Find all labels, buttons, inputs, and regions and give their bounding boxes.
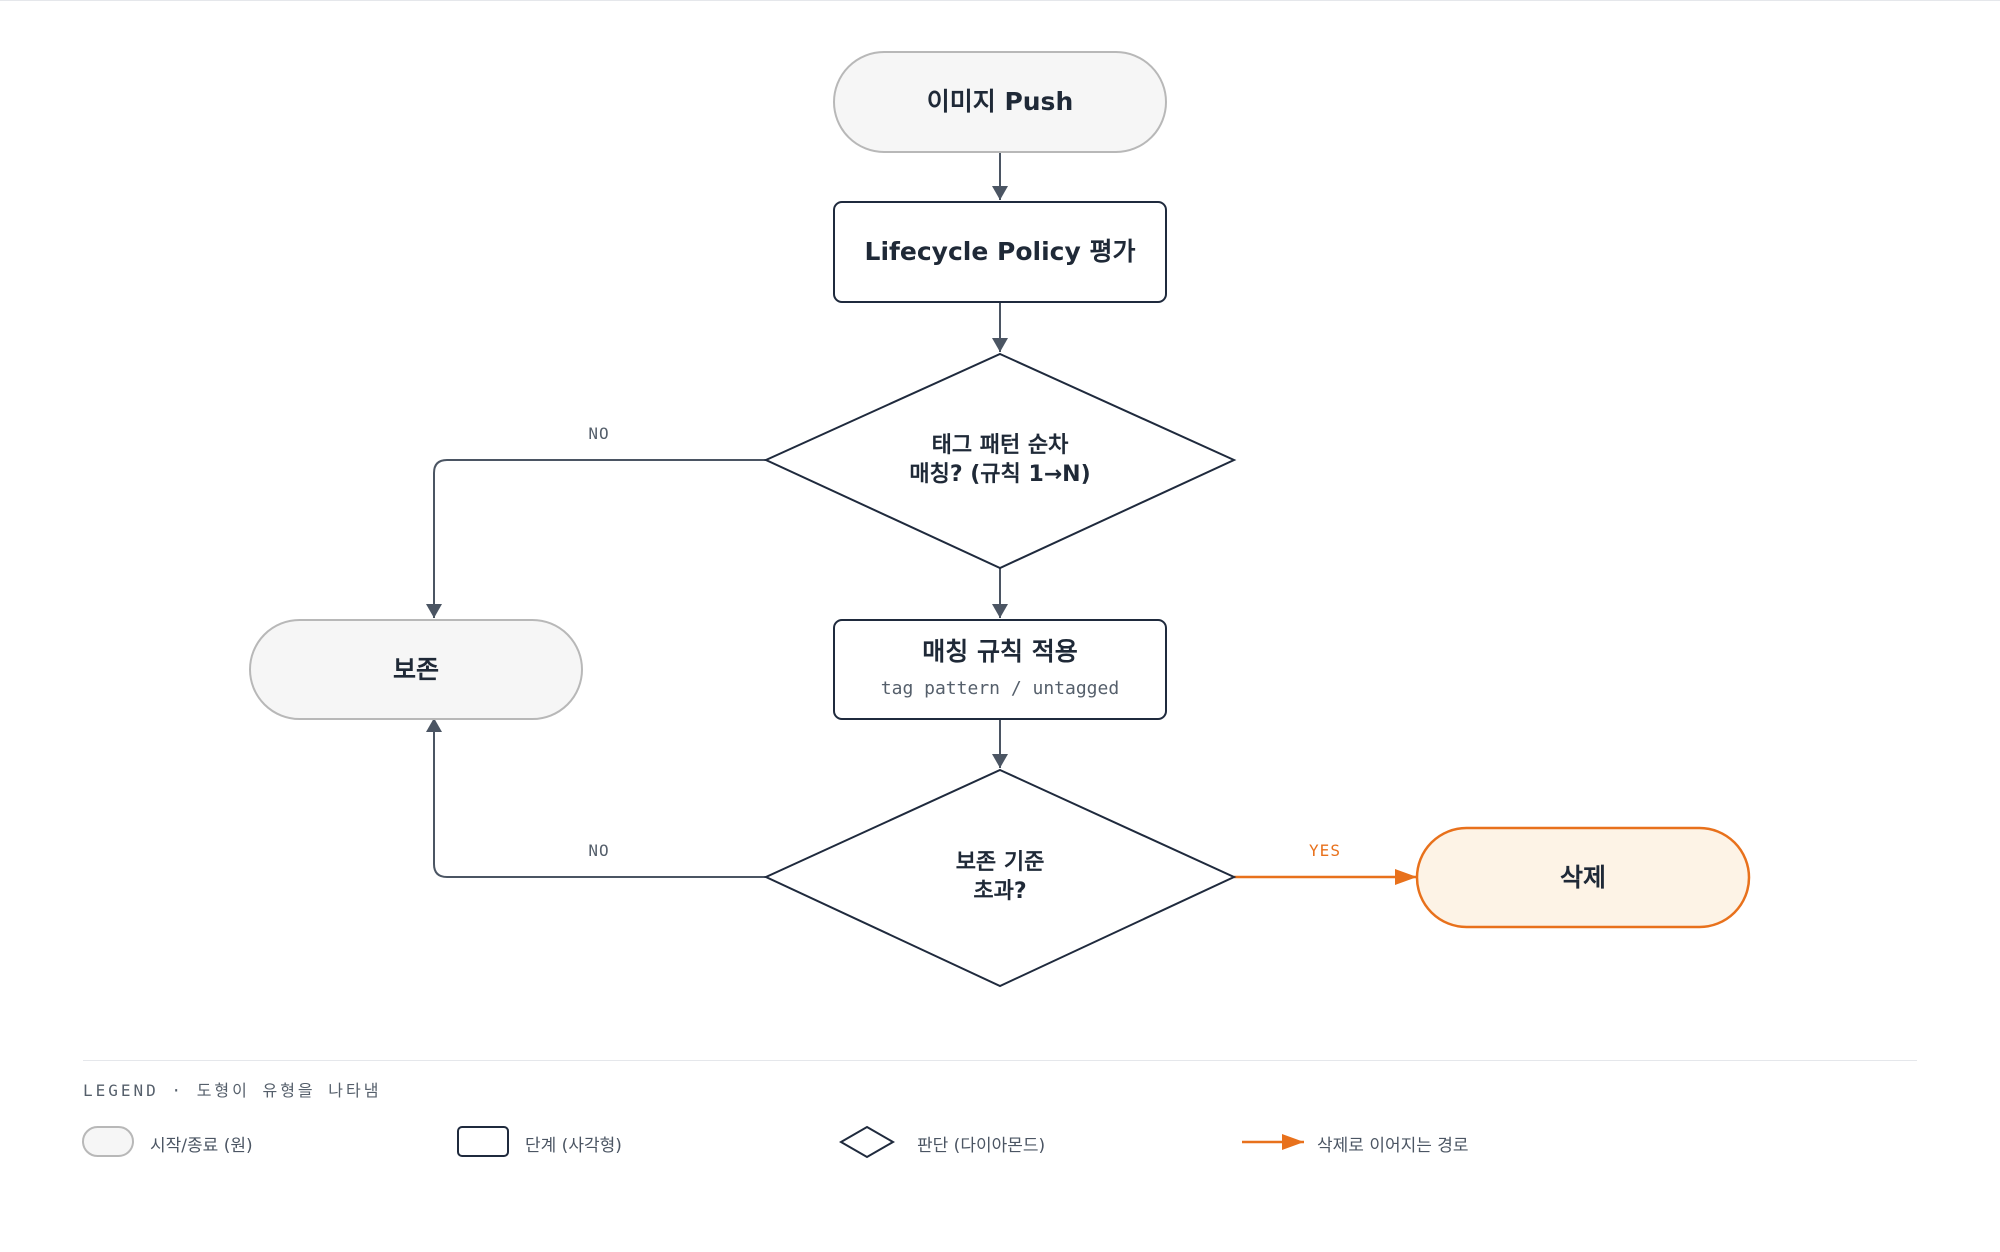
node-retention-decision-line2: 초과? xyxy=(973,879,1026,904)
node-apply xyxy=(833,619,1167,720)
legend-title: LEGEND · 도형이 유형을 나타냄 xyxy=(83,1081,382,1100)
node-delete-label: 삭제 xyxy=(1560,863,1606,892)
edge-retention-no-to-retain xyxy=(426,718,766,878)
legend-divider xyxy=(83,1060,1917,1061)
node-retain xyxy=(249,619,583,720)
edge-label-no-bottom: NO xyxy=(588,841,609,860)
node-push xyxy=(833,51,1167,153)
legend-terminal-label: 시작/종료 (원) xyxy=(150,1136,253,1156)
edge-label-no-top: NO xyxy=(588,424,609,443)
node-match-decision-line1: 태그 패턴 순차 xyxy=(932,433,1070,458)
legend-terminal-icon xyxy=(82,1126,134,1157)
node-evaluate-label: Lifecycle Policy 평가 xyxy=(865,237,1136,266)
node-evaluate xyxy=(833,201,1167,303)
node-match-decision-line2: 매칭? (규칙 1→N) xyxy=(909,462,1090,487)
node-match-decision xyxy=(763,352,1237,570)
edge-label-yes: YES xyxy=(1309,841,1341,860)
legend-step-label: 단계 (사각형) xyxy=(525,1136,622,1156)
legend-step-icon xyxy=(457,1126,509,1157)
node-retain-label: 보존 xyxy=(393,655,439,684)
node-retention-decision-line1: 보존 기준 xyxy=(956,850,1045,875)
edge-match-no-to-retain xyxy=(426,459,766,618)
legend-decision-icon xyxy=(838,1125,896,1159)
legend-delete-path-label: 삭제로 이어지는 경로 xyxy=(1317,1136,1469,1156)
node-push-label: 이미지 Push xyxy=(927,87,1074,116)
node-apply-subtitle: tag pattern / untagged xyxy=(881,678,1119,699)
top-divider xyxy=(0,0,2000,1)
node-delete xyxy=(1415,826,1751,929)
node-retention-decision xyxy=(763,768,1237,988)
node-apply-title: 매칭 규칙 적용 xyxy=(922,637,1077,666)
legend-decision-label: 판단 (다이아몬드) xyxy=(917,1136,1046,1156)
